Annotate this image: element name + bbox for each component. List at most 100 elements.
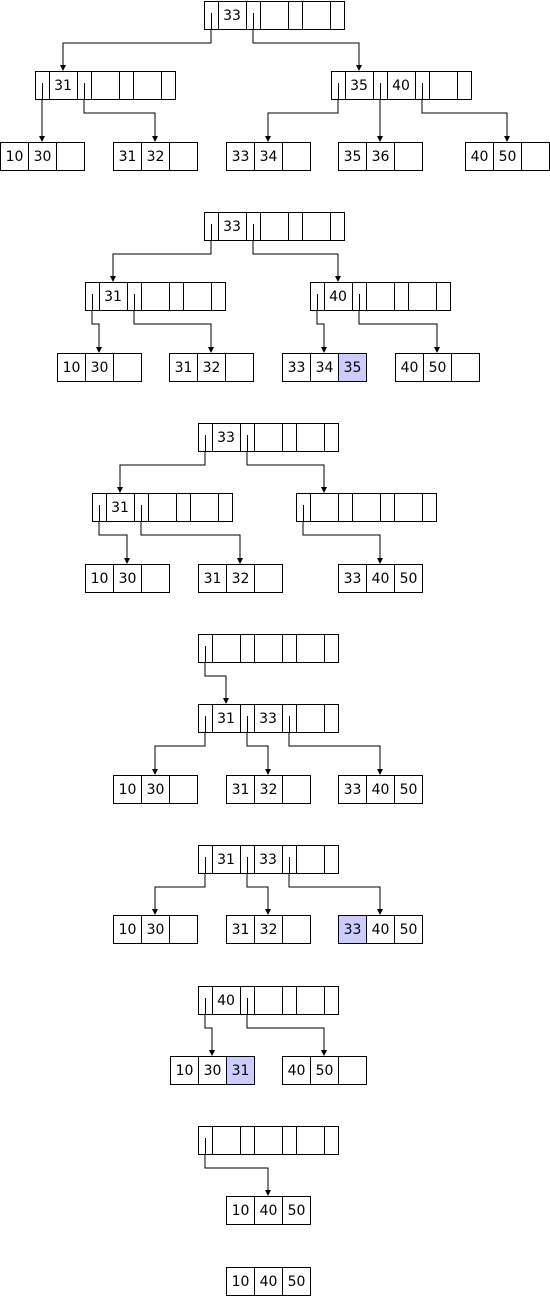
key-label: 30 — [91, 360, 109, 376]
key-cell — [141, 282, 170, 311]
pointer-cell — [282, 634, 297, 663]
key-label: 33 — [223, 219, 241, 235]
key-label: 33 — [223, 8, 241, 24]
internal-node: 33 — [198, 423, 339, 452]
key-cell — [296, 634, 325, 663]
key-label: 50 — [288, 1274, 306, 1290]
arrowhead-icon — [321, 487, 327, 493]
pointer-cell — [211, 282, 226, 311]
key-label: 36 — [372, 149, 390, 165]
edge-pointer — [62, 13, 212, 66]
key-label: 31 — [111, 500, 129, 516]
arrowhead-icon — [39, 136, 45, 142]
key-cell — [141, 564, 170, 593]
key-cell — [345, 71, 374, 100]
key-cell — [394, 564, 423, 593]
key-cell — [226, 1267, 255, 1296]
key-cell — [338, 142, 367, 171]
arrowhead-icon — [223, 698, 229, 704]
key-cell — [254, 423, 283, 452]
key-cell — [296, 845, 325, 874]
key-cell — [260, 1, 289, 30]
key-label: 33 — [217, 430, 235, 446]
key-label: 31 — [104, 289, 122, 305]
internal-node — [198, 634, 339, 663]
key-cell — [429, 71, 458, 100]
internal-node: 31 — [85, 282, 226, 311]
pointer-cell — [240, 1126, 255, 1155]
key-label: 31 — [217, 711, 235, 727]
key-label: 10 — [63, 360, 81, 376]
key-label: 40 — [217, 993, 235, 1009]
key-cell — [141, 775, 170, 804]
key-label: 34 — [260, 149, 278, 165]
key-label: 35 — [344, 149, 362, 165]
key-cell — [141, 915, 170, 944]
arrowhead-icon — [110, 276, 116, 282]
key-label: 40 — [392, 78, 410, 94]
arrowhead-icon — [117, 487, 123, 493]
key-label: 50 — [499, 149, 517, 165]
key-label: 50 — [288, 1203, 306, 1219]
key-label: 10 — [6, 149, 24, 165]
key-label: 40 — [329, 289, 347, 305]
key-cell — [282, 142, 311, 171]
key-cell — [254, 1126, 283, 1155]
key-cell — [106, 493, 135, 522]
key-cell — [113, 564, 142, 593]
arrowhead-icon — [434, 347, 440, 353]
key-label: 31 — [54, 78, 72, 94]
key-cell — [169, 775, 198, 804]
key-cell — [254, 634, 283, 663]
key-cell — [218, 212, 247, 241]
internal-node — [296, 493, 437, 522]
arrowhead-icon — [152, 769, 158, 775]
pointer-cell — [436, 282, 451, 311]
key-cell — [493, 142, 522, 171]
key-label: 10 — [232, 1203, 250, 1219]
key-label: 33 — [344, 782, 362, 798]
key-label: 40 — [288, 1063, 306, 1079]
highlighted-key-cell — [338, 353, 367, 382]
key-cell — [302, 1, 331, 30]
arrowhead-icon — [377, 136, 383, 142]
key-cell — [366, 282, 395, 311]
key-cell — [212, 634, 241, 663]
highlighted-key-cell — [338, 915, 367, 944]
key-cell — [225, 353, 254, 382]
key-label: 30 — [34, 149, 52, 165]
arrowhead-icon — [96, 347, 102, 353]
pointer-cell — [394, 282, 409, 311]
key-label: 32 — [260, 782, 278, 798]
key-cell — [282, 915, 311, 944]
key-label: 50 — [400, 571, 418, 587]
pointer-cell — [282, 1126, 297, 1155]
arrowhead-icon — [377, 909, 383, 915]
key-label: 32 — [260, 922, 278, 938]
key-label: 30 — [147, 922, 165, 938]
key-label: 33 — [259, 852, 277, 868]
arrowhead-icon — [265, 136, 271, 142]
arrowhead-icon — [356, 65, 362, 71]
key-cell — [113, 915, 142, 944]
arrowhead-icon — [60, 65, 66, 71]
pointer-cell — [324, 704, 339, 733]
highlighted-key-cell — [226, 1056, 255, 1085]
key-label: 50 — [400, 782, 418, 798]
pointer-cell — [422, 493, 437, 522]
key-label: 31 — [204, 571, 222, 587]
key-cell — [338, 775, 367, 804]
